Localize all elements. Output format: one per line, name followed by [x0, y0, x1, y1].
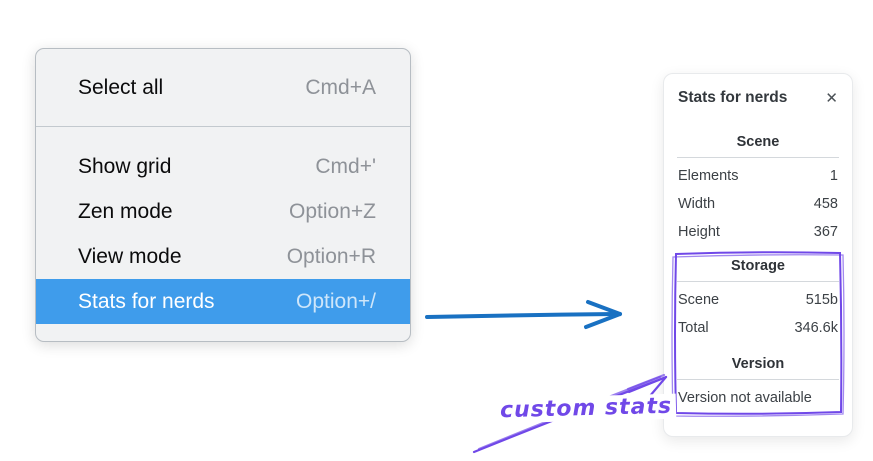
section-header-scene: Scene	[736, 134, 780, 150]
menu-item-label: Select all	[78, 75, 164, 99]
blue-arrow	[425, 300, 622, 329]
menu-item-shortcut: Option+/	[296, 289, 376, 313]
stat-label: Elements	[678, 168, 739, 184]
section-header-version: Version	[731, 356, 785, 372]
section-header-storage: Storage	[731, 258, 785, 274]
menu-item-label: Show grid	[78, 154, 172, 178]
menu-item-shortcut: Option+Z	[289, 199, 376, 223]
stats-panel-header: Stats for nerds ✕	[664, 88, 852, 108]
menu-item-select-all[interactable]: Select all Cmd+A	[36, 65, 410, 110]
stat-value: 1	[829, 168, 838, 184]
stat-label: Total	[678, 320, 709, 336]
stats-panel: Stats for nerds ✕ Scene Elements 1 Width…	[663, 73, 853, 437]
close-icon[interactable]: ✕	[825, 89, 838, 107]
menu-item-label: View mode	[78, 244, 182, 268]
stat-row-scene-storage: Scene 515b	[664, 286, 852, 314]
menu-item-shortcut: Cmd+A	[305, 75, 376, 99]
menu-item-show-grid[interactable]: Show grid Cmd+'	[36, 144, 410, 189]
stat-value: 515b	[805, 292, 838, 308]
menu-item-shortcut: Cmd+'	[315, 154, 376, 178]
stat-row-total-storage: Total 346.6k	[664, 314, 852, 342]
menu-group-view: Show grid Cmd+' Zen mode Option+Z View m…	[36, 127, 410, 341]
context-menu: Select all Cmd+A Show grid Cmd+' Zen mod…	[35, 48, 411, 342]
section-divider	[677, 379, 839, 380]
menu-item-shortcut: Option+R	[286, 244, 376, 268]
stat-label: Scene	[678, 292, 720, 308]
menu-item-label: Stats for nerds	[78, 289, 215, 313]
stat-value: 367	[813, 224, 838, 240]
menu-item-label: Zen mode	[78, 199, 173, 223]
stat-row-width: Width 458	[664, 190, 852, 218]
menu-item-view-mode[interactable]: View mode Option+R	[36, 234, 410, 279]
menu-divider	[36, 126, 410, 127]
stat-label: Height	[678, 224, 720, 240]
stat-row-height: Height 367	[664, 218, 852, 246]
version-note: Version not available	[678, 390, 812, 406]
menu-item-stats-for-nerds[interactable]: Stats for nerds Option+/	[36, 279, 410, 324]
custom-stats-annotation: custom stats	[495, 393, 677, 424]
stat-row-elements: Elements 1	[664, 162, 852, 190]
section-divider	[677, 157, 839, 158]
stats-panel-title: Stats for nerds	[678, 89, 788, 106]
menu-group-top: Select all Cmd+A	[36, 49, 410, 126]
section-divider	[677, 281, 839, 282]
stat-value: 458	[813, 196, 838, 212]
stat-label: Width	[678, 196, 716, 212]
menu-item-zen-mode[interactable]: Zen mode Option+Z	[36, 189, 410, 234]
stat-value: 346.6k	[794, 320, 838, 336]
